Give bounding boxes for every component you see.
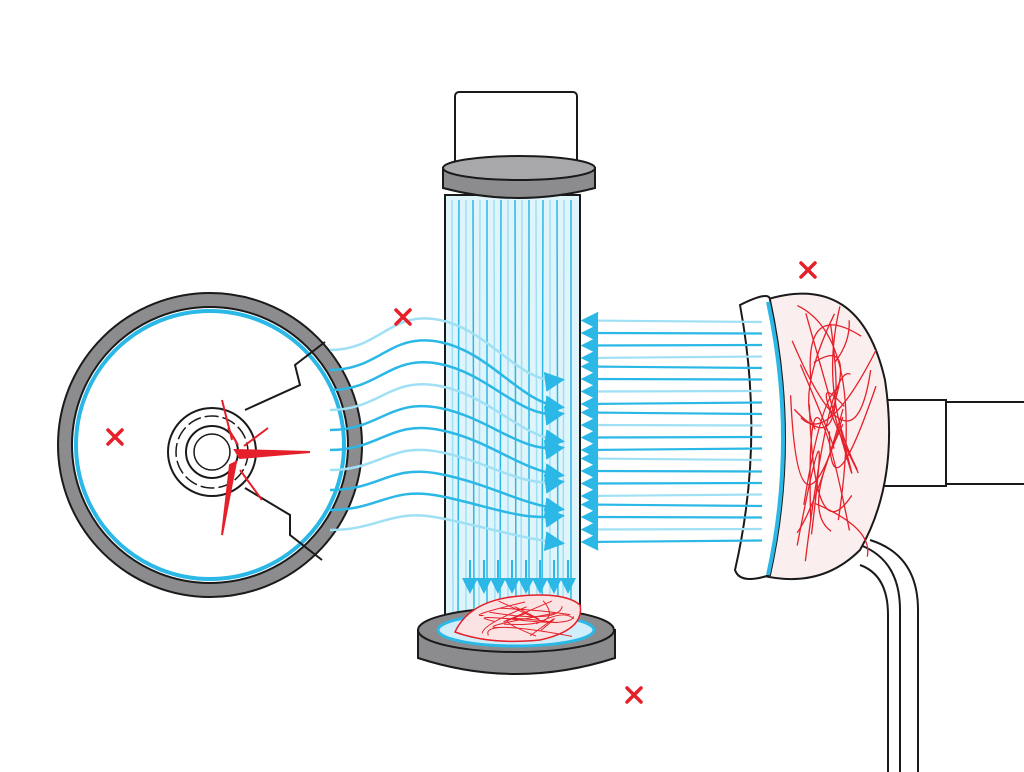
vein [817,424,844,532]
vein [796,450,820,546]
return-stream [580,441,763,459]
vein [831,306,858,470]
column-streak [472,199,475,623]
column-streak [514,199,517,623]
vein [814,502,869,557]
vein [500,607,571,616]
inflow-stream [329,470,565,518]
vein [506,618,557,637]
vein [492,612,555,629]
inflow-stream [329,361,565,426]
return-stream [580,395,763,413]
column-streak [478,199,481,623]
column-streak [556,199,559,623]
inflow-stream [329,317,565,392]
vein [498,600,540,620]
return-stream [580,462,763,480]
return-stream [580,416,763,434]
vein [804,373,851,562]
return-stream [580,495,763,514]
vein [809,416,851,531]
return-stream [580,403,763,422]
return-stream [580,324,763,342]
vein [808,313,836,430]
inflow-stream [329,492,565,528]
vein [809,324,862,379]
return-stream [580,533,763,551]
filter-column [417,91,616,675]
column-streak [541,199,544,623]
column-streak [520,199,523,623]
return-stream [580,449,763,468]
return-stream [580,382,763,401]
column-top-cap [454,91,578,165]
vein [828,385,877,469]
vein [797,304,847,521]
column-streak [562,199,565,623]
inflow-stream [329,448,565,494]
column-streak [457,199,460,623]
x-marker-icon [106,428,124,446]
x-marker-icon [625,686,643,704]
vein [481,606,527,634]
return-stream [580,508,763,526]
outlet-pipe [859,399,1024,772]
inflow-stream [329,514,565,552]
return-stream [580,336,763,355]
return-stream [580,349,763,367]
return-stream [580,487,763,505]
vein [791,340,872,422]
inflow-stream [329,339,565,416]
inflow-stream [329,426,565,484]
vein [535,614,575,625]
x-marker-icon [394,308,412,326]
return-stream [580,357,763,376]
vein [503,600,553,623]
rotor-blades [221,399,311,536]
vein [487,626,573,637]
return-stream [580,370,763,388]
inflow-stream [329,404,565,460]
return-stream [580,311,763,330]
return-stream [580,520,763,539]
return-stream [580,428,763,447]
x-marker-icon [799,261,817,279]
vein [478,601,526,616]
column-streak [499,199,502,623]
left-rotor-housing [57,292,363,598]
inflow-stream [329,383,565,450]
return-stream [580,474,763,493]
vein [489,606,563,618]
vein [803,386,840,505]
